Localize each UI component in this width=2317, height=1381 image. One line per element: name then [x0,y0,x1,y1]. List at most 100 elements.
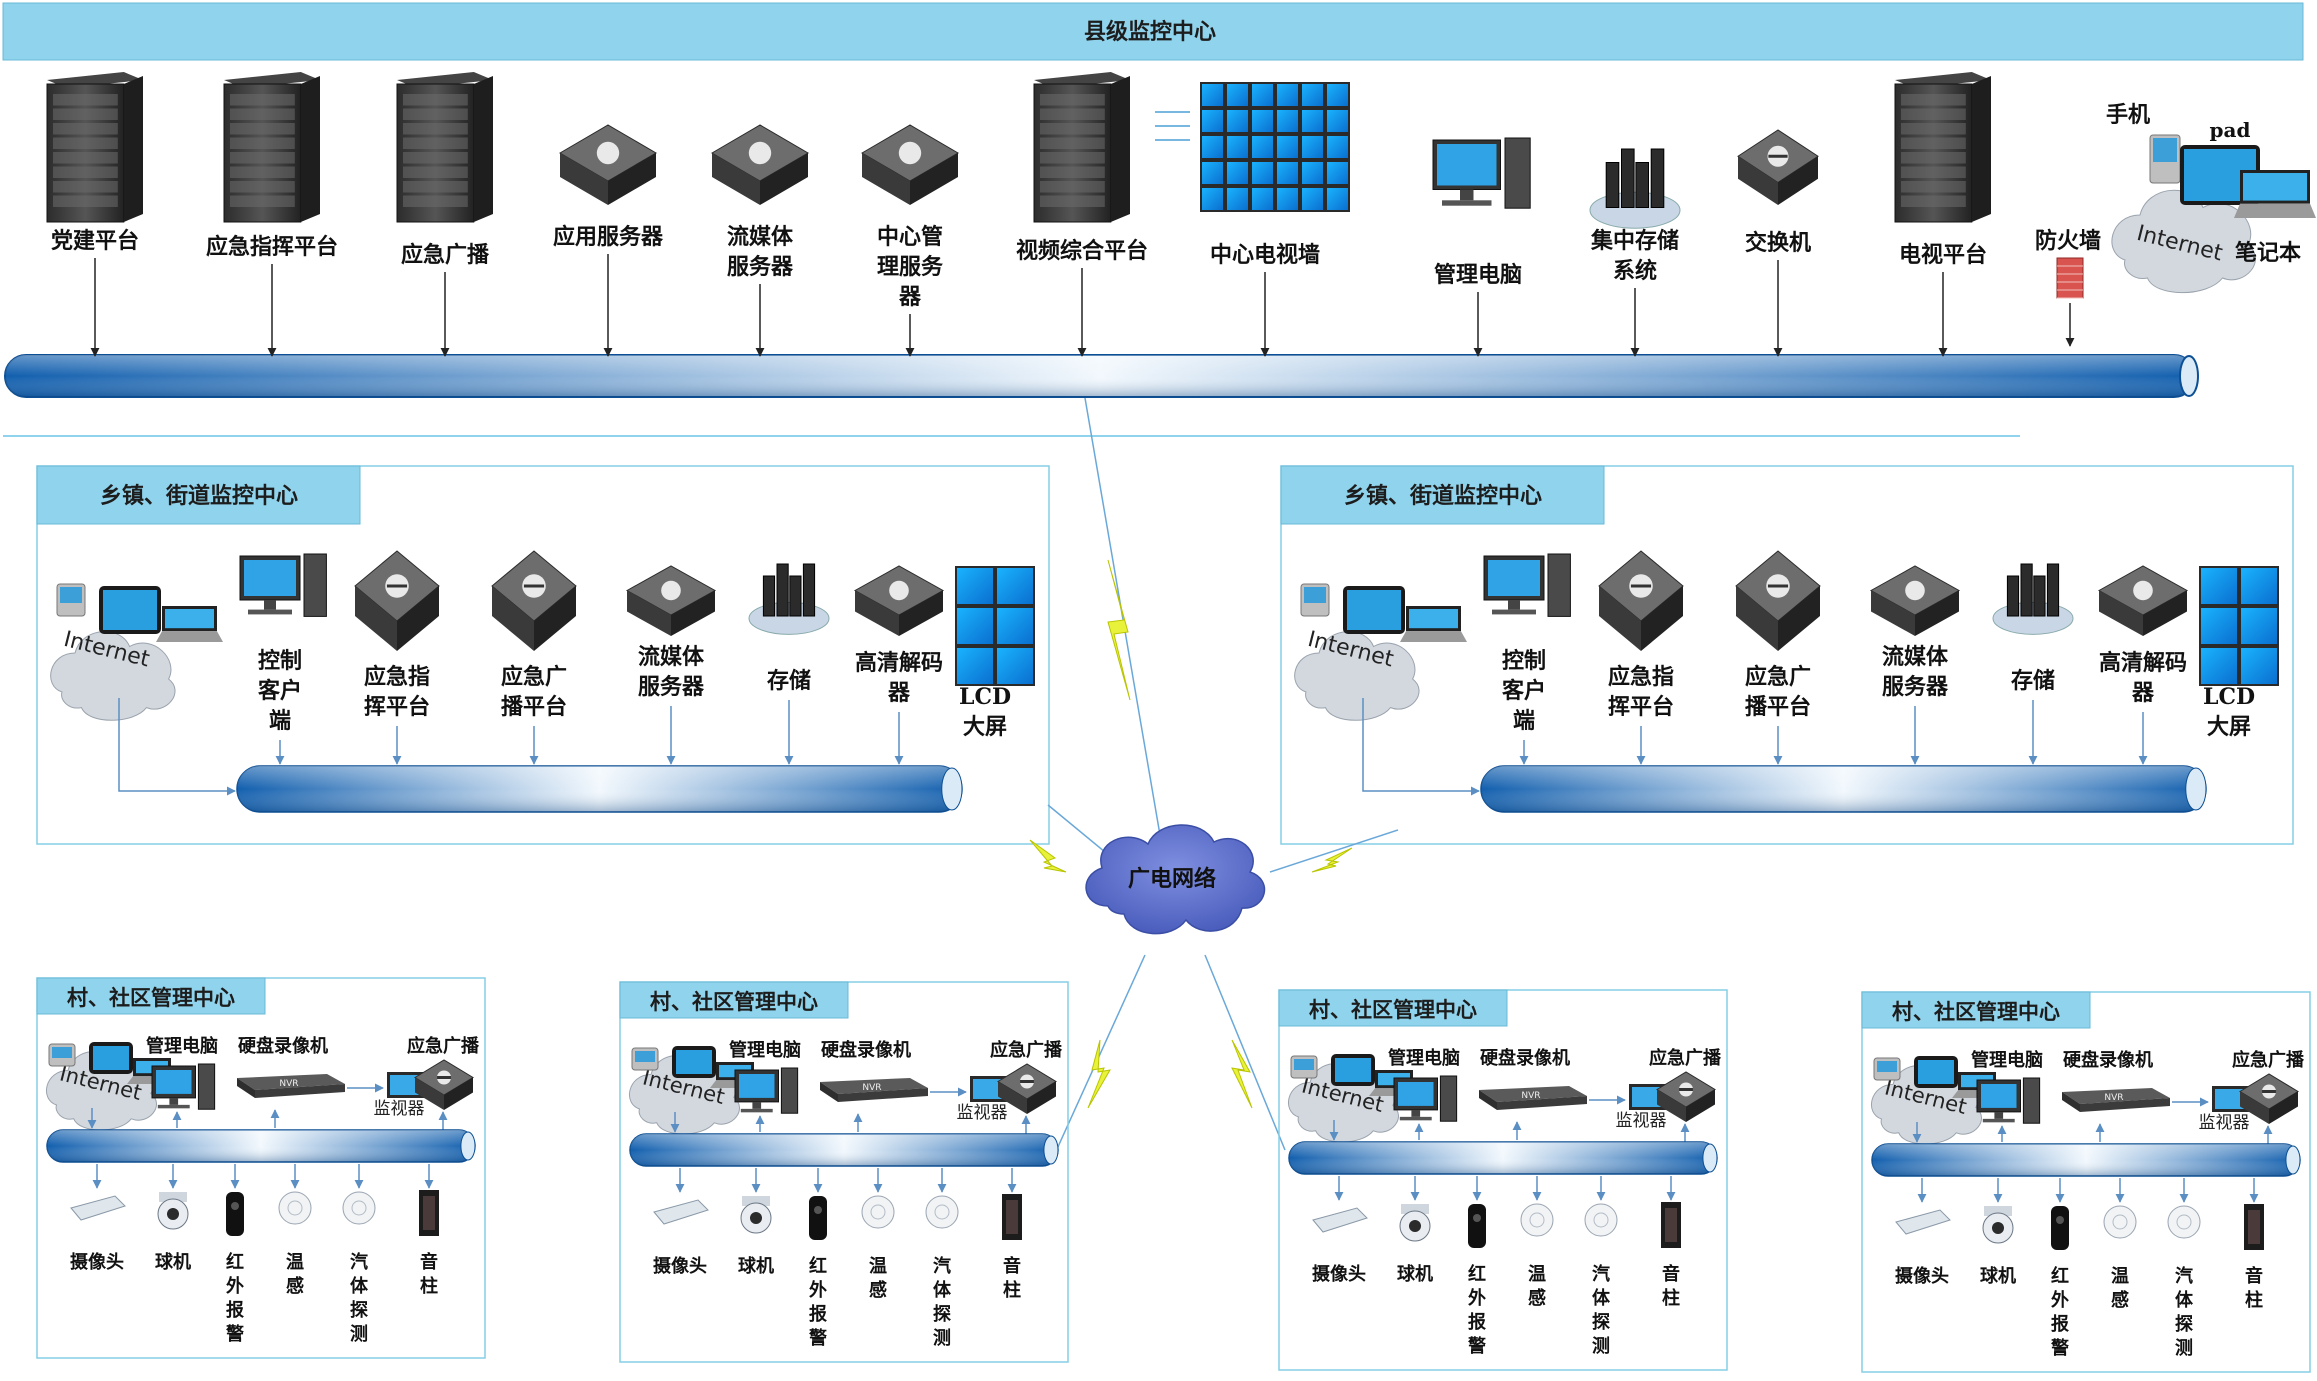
nvr-text: NVR [1521,1091,1540,1101]
county-header-bar [2,2,2304,61]
sensor-label: 球机 [155,1252,191,1273]
sensor-label: 外 [226,1275,244,1297]
dome-camera-icon [157,1192,189,1230]
town-device-1: 应急指挥平台 [1598,550,1684,765]
gas-detector-icon [1584,1203,1618,1237]
village-broadcast-label: 应急广播 [2232,1049,2305,1071]
sensor-label: 红 [1468,1263,1486,1285]
sensor-1: 球机 [738,1168,774,1277]
village-header [1861,991,2091,1029]
internet-arrow [1362,698,1480,796]
server-appliance-icon [711,124,809,205]
sensor-label: 温 [286,1252,304,1273]
nvr-icon: NVR [2062,1088,2170,1112]
sensor-label: 报 [226,1299,244,1321]
village-center-2: 村、社区管理中心Internet管理电脑硬盘录像机NVR监视器应急广播摄像头球机… [1278,989,1728,1371]
county-device-label: 中心管 [877,224,943,250]
sensor-label: 探 [933,1303,952,1325]
switch-icon [491,550,577,651]
sensor-1: 球机 [1397,1176,1433,1285]
sensor-3: 温感 [278,1164,312,1297]
village-header [1278,989,1508,1027]
switch-icon [354,550,440,651]
nvr-text: NVR [862,1083,881,1093]
village-frame [619,981,1069,1363]
village-pc-label: 管理电脑 [1971,1049,2043,1071]
county-title: 县级监控中心 [1084,19,1216,45]
town-device-label: 挥平台 [1608,694,1674,720]
nvr-icon: NVR [1479,1086,1587,1110]
sensor-label: 探 [350,1299,369,1321]
sensor-label: 警 [226,1323,244,1345]
server-appliance-icon [559,124,657,205]
sensor-label: 球机 [1397,1264,1433,1285]
sensor-3: 温感 [1520,1176,1554,1309]
sensor-5: 音柱 [1661,1176,1681,1309]
sensor-label: 摄像头 [1895,1265,1949,1287]
server-rack-icon [1033,72,1130,223]
town-device-label: 挥平台 [364,694,430,720]
sensor-label: 音 [1662,1263,1680,1285]
village-recorder-label: 硬盘录像机 [1480,1047,1570,1069]
sensor-label: 摄像头 [653,1255,707,1277]
server-rack-icon [223,72,320,223]
switch-icon [1735,550,1821,651]
infrared-sensor-icon [226,1192,244,1236]
county-device-label: 服务器 [727,254,794,280]
storage-icon [748,563,830,635]
town-device-label: 应急指 [364,664,430,690]
village-bus [1288,1141,1718,1175]
sensor-label: 感 [2111,1289,2129,1311]
town-device-label: 流媒体 [1882,644,1949,670]
town-device-label: 应急广 [1745,664,1811,690]
town-device-label: 服务器 [638,674,705,700]
tablet-icon [1343,586,1405,634]
sensor-0: 摄像头 [1895,1178,1951,1287]
phone-icon [631,1047,659,1071]
infrared-sensor-icon [1468,1204,1486,1248]
county-device-8: 管理电脑 [1432,137,1531,357]
dome-camera-icon [1399,1204,1431,1242]
gas-detector-icon [342,1191,376,1225]
sensor-label: 外 [2051,1289,2069,1311]
village-center-0: 村、社区管理中心Internet管理电脑硬盘录像机NVR监视器应急广播摄像头球机… [36,977,486,1359]
server-appliance-icon [625,565,717,636]
sensor-0: 摄像头 [70,1164,126,1273]
sensor-label: 摄像头 [70,1251,124,1273]
phone-icon [1873,1057,1901,1081]
temperature-sensor-icon [278,1191,312,1225]
switch-icon [1737,129,1819,205]
storage-icon [1589,148,1681,229]
town-device-label: 应急广 [501,664,567,690]
server-appliance-icon [853,565,945,636]
sensor-label: 红 [2051,1265,2069,1287]
sensor-label: 探 [2175,1313,2194,1335]
sensor-1: 球机 [155,1164,191,1273]
county-device-7: 中心电视墙 [1155,82,1350,357]
sensor-label: 摄像头 [1312,1263,1366,1285]
county-device-label: 器 [898,284,922,310]
computer-icon [1432,137,1531,209]
sensor-5: 音柱 [419,1164,439,1297]
village-pc-label: 管理电脑 [1388,1047,1460,1069]
broadcast-icon [2239,1073,2299,1124]
sensor-label: 测 [1592,1335,1610,1357]
village-broadcast-label: 应急广播 [1649,1047,1722,1069]
server-rack-icon [46,72,143,223]
county-device-label: 视频综合平台 [1016,238,1148,264]
village-bus [1871,1143,2301,1177]
sensor-label: 报 [809,1303,827,1325]
town-device-label: 客户 [1502,678,1546,704]
